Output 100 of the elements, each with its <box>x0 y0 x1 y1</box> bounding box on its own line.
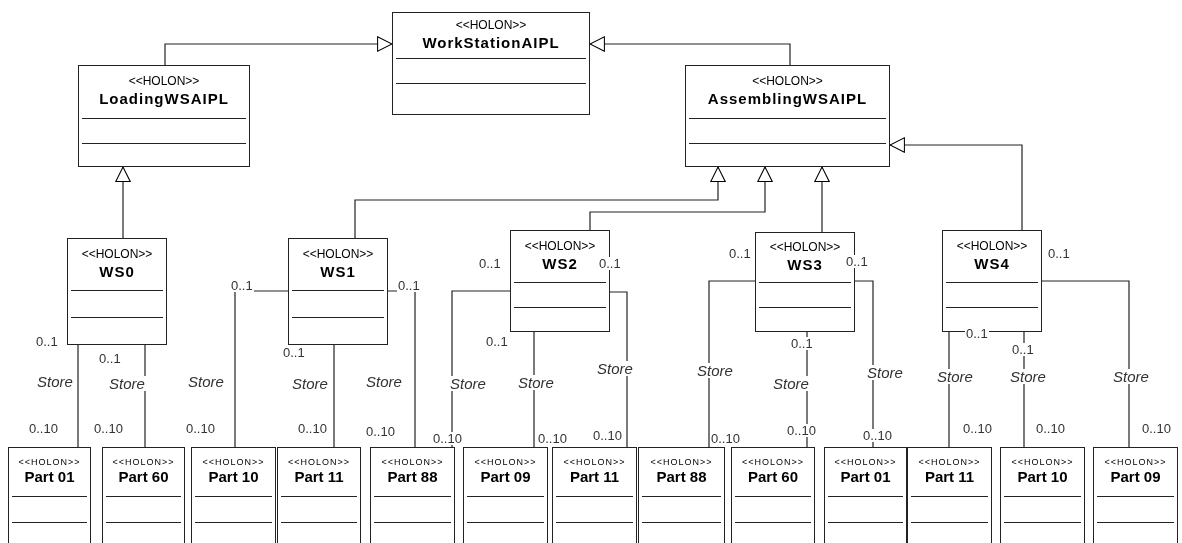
edge-label: Store <box>696 363 734 378</box>
multiplicity-label: 0..10 <box>365 425 396 438</box>
generalization-arrow <box>354 166 726 239</box>
association-line <box>333 344 335 448</box>
association-line <box>1023 331 1025 448</box>
class-box <box>552 447 637 543</box>
edge-label: Store <box>772 376 810 391</box>
class-name: WS2 <box>542 253 578 274</box>
association-line <box>451 290 511 448</box>
class-box <box>907 447 992 543</box>
class-box <box>685 65 890 167</box>
multiplicity-label: 0..1 <box>598 257 622 270</box>
stereotype-label: <<HOLON>> <box>1104 457 1167 469</box>
multiplicity-label: 0..1 <box>230 279 254 292</box>
stereotype-label: <<HOLON>> <box>202 457 265 469</box>
stereotype-label: <<HOLON>> <box>918 457 981 469</box>
class-name: WS1 <box>320 261 356 282</box>
multiplicity-label: 0..1 <box>397 279 421 292</box>
multiplicity-label: 0..10 <box>432 432 463 445</box>
stereotype-label: <<HOLON>> <box>455 17 527 33</box>
stereotype-label: <<HOLON>> <box>650 457 713 469</box>
class-name: WS3 <box>787 254 823 275</box>
class-name: Part 88 <box>656 468 707 487</box>
class-name: LoadingWSAIPL <box>99 89 229 110</box>
stereotype-label: <<HOLON>> <box>1011 457 1074 469</box>
association-line <box>533 331 535 448</box>
class-box <box>277 447 361 543</box>
stereotype-label: <<HOLON>> <box>834 457 897 469</box>
multiplicity-label: 0..1 <box>965 327 989 340</box>
multiplicity-label: 0..10 <box>1141 422 1172 435</box>
multiplicity-label: 0..10 <box>592 429 623 442</box>
generalization-arrow <box>889 137 1023 231</box>
multiplicity-label: 0..10 <box>93 422 124 435</box>
generalization-arrow <box>164 36 393 66</box>
stereotype-label: <<HOLON>> <box>524 238 596 254</box>
stereotype-label: <<HOLON>> <box>742 457 804 469</box>
generalization-arrow <box>814 166 830 233</box>
edge-label: Store <box>936 369 974 384</box>
stereotype-label: <<HOLON>> <box>302 246 374 262</box>
class-name: Part 60 <box>747 468 798 487</box>
association-line <box>387 290 416 448</box>
edge-label: Store <box>1009 369 1047 384</box>
edge-label: Store <box>596 361 634 376</box>
class-name: AssemblingWSAIPL <box>707 89 868 110</box>
class-box <box>1000 447 1085 543</box>
class-name: Part 10 <box>208 468 259 487</box>
stereotype-label: <<HOLON>> <box>769 239 841 255</box>
generalization-arrow <box>589 36 791 66</box>
class-name: Part 60 <box>118 468 169 487</box>
stereotype-label: <<HOLON>> <box>288 457 350 469</box>
multiplicity-label: 0..10 <box>28 422 59 435</box>
edge-label: Store <box>365 374 403 389</box>
edge-label: Store <box>517 375 555 390</box>
stereotype-label: <<HOLON>> <box>128 74 200 90</box>
class-box <box>67 238 167 345</box>
class-name: Part 11 <box>569 468 620 487</box>
association-line <box>234 290 289 448</box>
class-box <box>1093 447 1178 543</box>
class-name: Part 09 <box>1110 468 1161 487</box>
edge-label: Store <box>36 374 74 389</box>
multiplicity-label: 0..1 <box>790 337 814 350</box>
class-box <box>8 447 91 543</box>
multiplicity-label: 0..10 <box>962 422 993 435</box>
multiplicity-label: 0..1 <box>485 335 509 348</box>
multiplicity-label: 0..10 <box>185 422 216 435</box>
association-line <box>708 280 756 448</box>
multiplicity-label: 0..10 <box>297 422 328 435</box>
class-box <box>102 447 185 543</box>
class-box <box>78 65 250 167</box>
class-box <box>463 447 548 543</box>
class-box <box>191 447 276 543</box>
class-name: WS4 <box>974 253 1010 274</box>
class-name: WS0 <box>99 261 135 282</box>
association-line <box>854 280 874 448</box>
class-box <box>824 447 907 543</box>
stereotype-label: <<HOLON>> <box>956 238 1028 254</box>
class-name: Part 11 <box>294 468 344 487</box>
class-box <box>392 12 590 115</box>
stereotype-label: <<HOLON>> <box>752 74 823 90</box>
multiplicity-label: 0..10 <box>786 424 817 437</box>
class-name: Part 01 <box>840 468 891 487</box>
edge-label: Store <box>108 376 146 391</box>
multiplicity-label: 0..10 <box>1035 422 1066 435</box>
stereotype-label: <<HOLON>> <box>18 457 81 469</box>
class-name: Part 01 <box>24 468 75 487</box>
stereotype-label: <<HOLON>> <box>474 457 537 469</box>
class-name: Part 88 <box>387 468 438 487</box>
multiplicity-label: 0..10 <box>710 432 741 445</box>
edge-label: Store <box>187 374 225 389</box>
multiplicity-label: 0..10 <box>862 429 893 442</box>
class-box <box>731 447 815 543</box>
edge-label: Store <box>866 365 904 380</box>
edge-label: Store <box>1112 369 1150 384</box>
multiplicity-label: 0..10 <box>537 432 568 445</box>
stereotype-label: <<HOLON>> <box>112 457 175 469</box>
class-box <box>638 447 725 543</box>
generalization-arrow <box>115 166 131 239</box>
multiplicity-label: 0..1 <box>1011 343 1035 356</box>
association-line <box>1041 280 1130 448</box>
class-box <box>370 447 455 543</box>
